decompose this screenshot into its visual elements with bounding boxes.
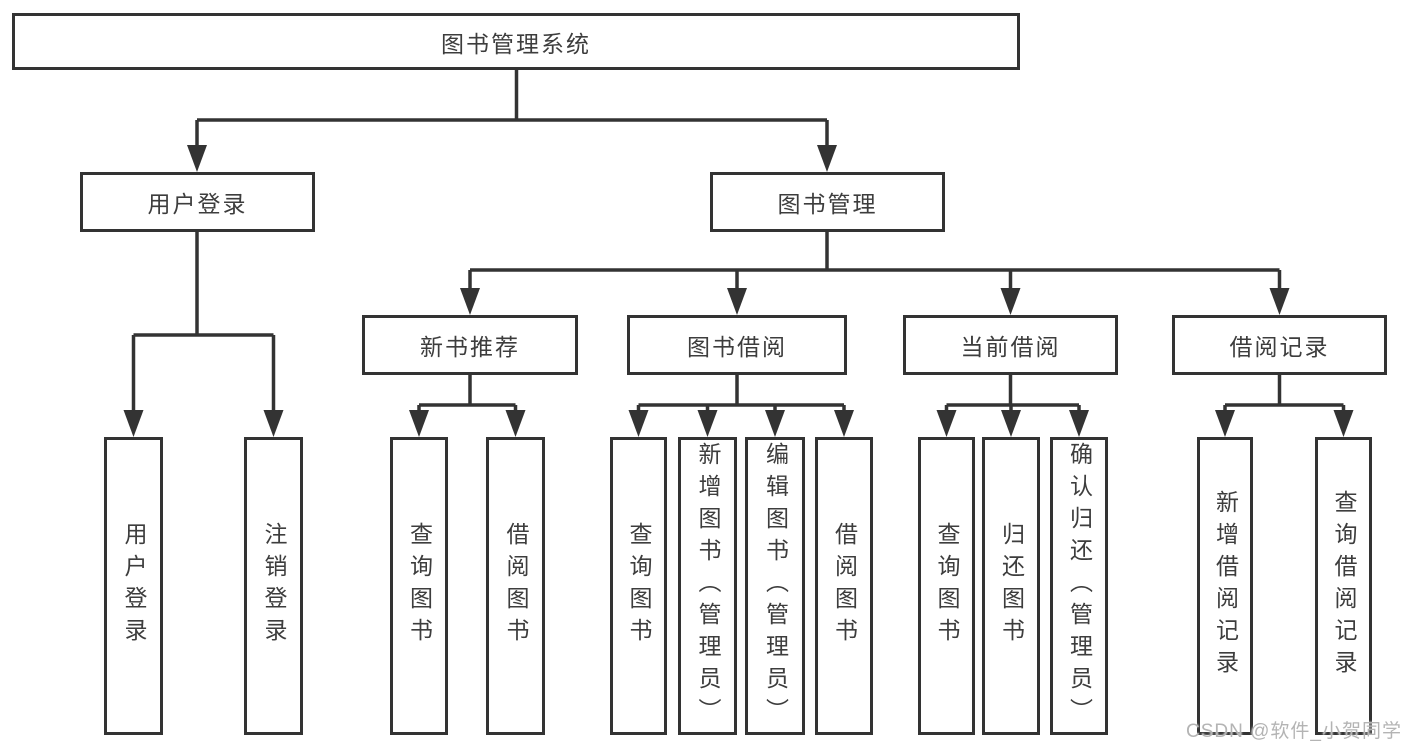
node-label: 注销登录 [261, 522, 287, 650]
node-label: 用户登录 [121, 522, 147, 650]
leaf-cb-query-books: 查询图书 [918, 437, 975, 735]
arrowhead [1000, 288, 1021, 315]
connector-path-root [195, 69, 829, 150]
csdn-watermark: CSDN @软件_小贺同学 [1186, 721, 1402, 742]
leaf-bb-borrow-books: 借阅图书 [815, 437, 873, 735]
leaf-br-add-record: 新增借阅记录 [1197, 437, 1253, 735]
node-label: 查询图书 [934, 522, 960, 650]
node-label: 借阅图书 [831, 522, 858, 650]
node-label: 图书借阅 [687, 334, 787, 360]
arrowhead [1333, 410, 1354, 437]
node-label: 当前借阅 [960, 334, 1061, 360]
leaf-bb-edit-books-admin: 编辑图书（管理员） [745, 437, 805, 735]
node-new-book-recommend: 新书推荐 [362, 315, 578, 375]
node-user-login: 用户登录 [80, 172, 315, 232]
node-label: 新书推荐 [420, 334, 520, 360]
arrowhead [1269, 288, 1290, 315]
leaf-cb-confirm-return-admin: 确认归还（管理员） [1050, 437, 1108, 735]
node-label: 图书管理 [777, 191, 878, 217]
leaf-logout: 注销登录 [244, 437, 303, 735]
node-label: 图书管理系统 [441, 30, 591, 57]
arrowhead [697, 410, 718, 437]
arrowhead [936, 410, 957, 437]
leaf-user-login: 用户登录 [104, 437, 163, 735]
arrowhead [834, 410, 854, 437]
connector-path-book-management [468, 232, 1282, 294]
arrowhead [409, 410, 429, 437]
node-borrow-records: 借阅记录 [1172, 315, 1387, 375]
node-root: 图书管理系统 [12, 13, 1020, 70]
arrowhead [628, 410, 649, 437]
leaf-nbr-query-books: 查询图书 [390, 437, 448, 735]
node-current-borrow: 当前借阅 [903, 315, 1118, 375]
node-label: 新增图书（管理员） [695, 442, 721, 730]
connector-path-book-borrow [636, 375, 846, 418]
arrowhead [187, 145, 207, 172]
leaf-nbr-borrow-books: 借阅图书 [486, 437, 545, 735]
node-label: 查询借阅记录 [1331, 490, 1357, 682]
leaf-br-query-record: 查询借阅记录 [1315, 437, 1372, 735]
node-book-management: 图书管理 [710, 172, 945, 232]
connector-path-new-book-recommend [417, 375, 518, 418]
node-label: 查询图书 [406, 522, 433, 650]
node-label: 用户登录 [147, 191, 248, 217]
arrowhead [1215, 410, 1235, 437]
node-label: 查询图书 [626, 522, 652, 650]
node-label: 归还图书 [998, 522, 1025, 650]
node-label: 新增借阅记录 [1212, 490, 1239, 682]
arrowhead [765, 410, 785, 437]
arrowhead [263, 410, 284, 437]
arrowhead [1069, 410, 1089, 437]
node-book-borrow: 图书借阅 [627, 315, 847, 375]
node-label: 借阅图书 [503, 522, 529, 650]
arrowhead [505, 410, 526, 437]
connector-path-borrow-records [1223, 375, 1346, 418]
arrowhead [817, 145, 837, 172]
arrowhead [1001, 410, 1021, 437]
leaf-bb-query-books: 查询图书 [610, 437, 667, 735]
leaf-cb-return-books: 归还图书 [982, 437, 1040, 735]
leaf-bb-add-books-admin: 新增图书（管理员） [678, 437, 737, 735]
connector-path-user-login [131, 232, 276, 416]
arrowhead [727, 288, 747, 315]
node-label: 编辑图书（管理员） [762, 442, 789, 730]
node-label: 借阅记录 [1229, 334, 1330, 360]
arrowhead [460, 288, 480, 315]
arrowhead [123, 410, 144, 437]
node-label: 确认归还（管理员） [1066, 442, 1093, 730]
